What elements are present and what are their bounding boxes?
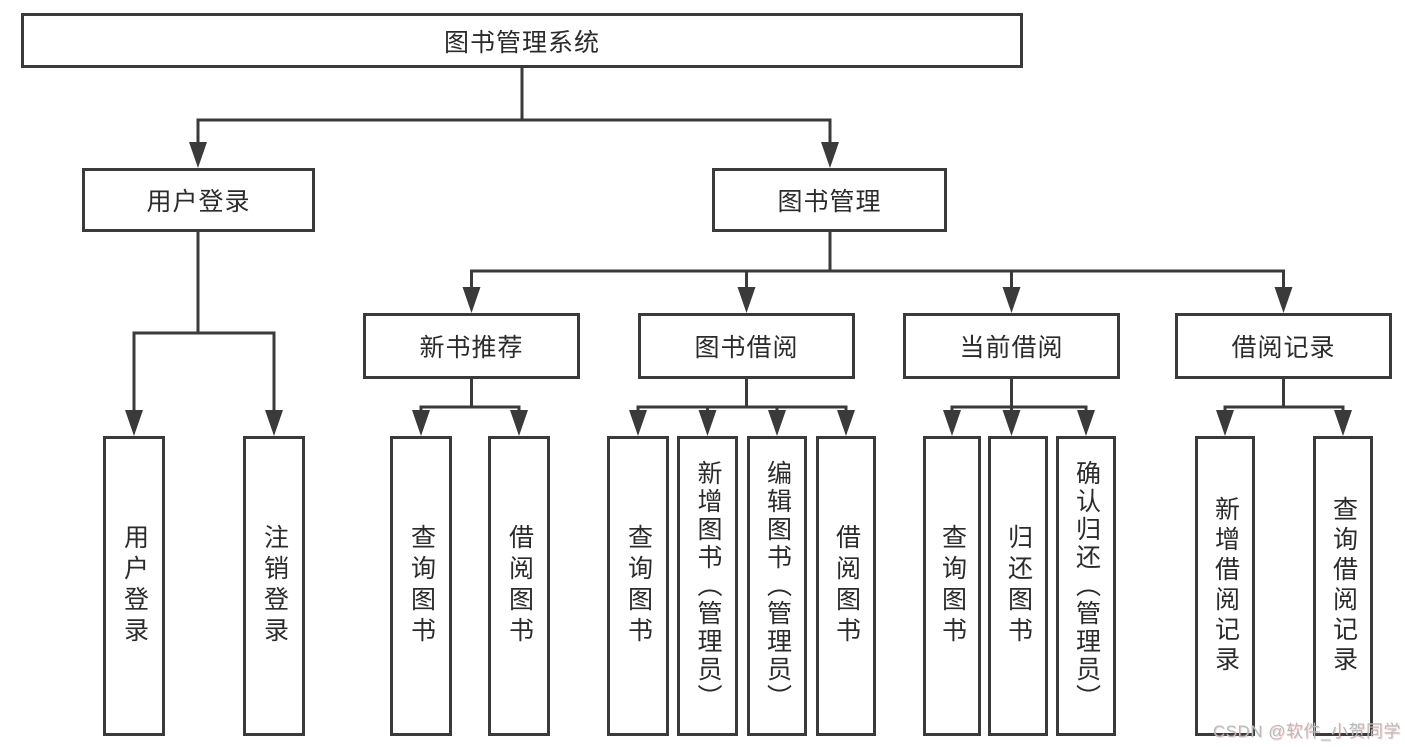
connector-line [419, 379, 521, 412]
node-label: 图书管理 [777, 188, 882, 216]
leaf-borrow-books-1: 借阅图书 [488, 436, 550, 736]
leaf-label: 查询图书 [407, 524, 436, 648]
arrowhead-down-icon [1334, 410, 1352, 436]
leaf-user-login: 用户登录 [103, 436, 165, 736]
arrowhead-down-icon [837, 410, 855, 436]
leaf-query-books-1: 查询图书 [390, 436, 452, 736]
connector-current-to-leaves [943, 379, 1095, 436]
arrowhead-down-icon [412, 410, 430, 436]
connector-root-to-level2 [189, 68, 839, 168]
leaf-label: 用户登录 [120, 524, 149, 648]
node-library-system: 图书管理系统 [21, 13, 1023, 68]
node-label: 当前借阅 [959, 334, 1064, 362]
leaf-return-books: 归还图书 [988, 436, 1048, 736]
arrowhead-down-icon [1002, 410, 1021, 436]
leaf-borrow-books-2: 借阅图书 [816, 436, 876, 736]
connector-borrowing-to-leaves [629, 379, 855, 436]
node-book-management: 图书管理 [712, 168, 947, 232]
leaf-query-borrow-record: 查询借阅记录 [1313, 436, 1373, 736]
leaf-add-book-admin: 新增图书（管理员） [677, 436, 738, 736]
arrowhead-down-icon [510, 410, 528, 436]
leaf-label: 归还图书 [1004, 524, 1033, 648]
leaf-logout-login: 注销登录 [243, 436, 305, 736]
node-label: 新书推荐 [419, 334, 524, 362]
connector-login-to-leaves [125, 232, 283, 436]
leaf-label: 借阅图书 [832, 524, 861, 648]
arrowhead-down-icon [125, 410, 143, 436]
connector-line [636, 379, 848, 412]
leaf-label: 编辑图书（管理员） [763, 460, 792, 712]
connector-line [470, 232, 1285, 289]
leaf-label: 查询借阅记录 [1329, 496, 1358, 676]
arrowhead-down-icon [1002, 287, 1021, 313]
arrowhead-down-icon [189, 142, 207, 168]
connector-management-to-level3 [462, 232, 1293, 313]
node-label: 图书管理系统 [443, 28, 600, 57]
arrowhead-down-icon [629, 410, 647, 436]
arrowhead-down-icon [1216, 410, 1234, 436]
arrowhead-down-icon [265, 410, 283, 436]
connector-line [196, 68, 832, 144]
connector-line [950, 379, 1088, 412]
leaf-query-books-3: 查询图书 [923, 436, 981, 736]
node-label: 图书借阅 [694, 334, 799, 362]
node-user-login: 用户登录 [82, 168, 315, 232]
leaf-label: 借阅图书 [505, 524, 534, 648]
leaf-label: 查询图书 [938, 524, 967, 648]
leaf-label: 新增图书（管理员） [694, 460, 722, 712]
arrowhead-down-icon [698, 410, 717, 436]
arrowhead-down-icon [737, 287, 756, 313]
node-current-borrowing: 当前借阅 [903, 313, 1120, 379]
arrowhead-down-icon [821, 142, 839, 168]
node-label: 用户登录 [146, 188, 251, 216]
arrowhead-down-icon [462, 287, 481, 313]
node-new-book-recommend: 新书推荐 [363, 313, 580, 379]
leaf-confirm-return-admin: 确认归还（管理员） [1056, 436, 1116, 736]
leaf-label: 注销登录 [260, 524, 289, 648]
node-label: 借阅记录 [1231, 334, 1336, 362]
node-borrowing-records: 借阅记录 [1175, 313, 1392, 379]
connector-newbook-to-leaves [412, 379, 528, 436]
arrowhead-down-icon [768, 410, 786, 436]
node-book-borrowing: 图书借阅 [638, 313, 855, 379]
arrowhead-down-icon [1077, 410, 1095, 436]
connector-records-to-leaves [1216, 379, 1352, 436]
leaf-label: 新增借阅记录 [1211, 496, 1240, 676]
arrowhead-down-icon [943, 410, 961, 436]
leaf-add-borrow-record: 新增借阅记录 [1195, 436, 1255, 736]
leaf-query-books-2: 查询图书 [607, 436, 669, 736]
leaf-edit-book-admin: 编辑图书（管理员） [747, 436, 807, 736]
connector-line [132, 232, 276, 412]
arrowhead-down-icon [1274, 287, 1293, 313]
watermark-text: CSDN @软件_小贺同学 [1212, 722, 1401, 741]
connector-line [1223, 379, 1345, 412]
leaf-label: 确认归还（管理员） [1072, 460, 1101, 712]
leaf-label: 查询图书 [624, 524, 653, 648]
